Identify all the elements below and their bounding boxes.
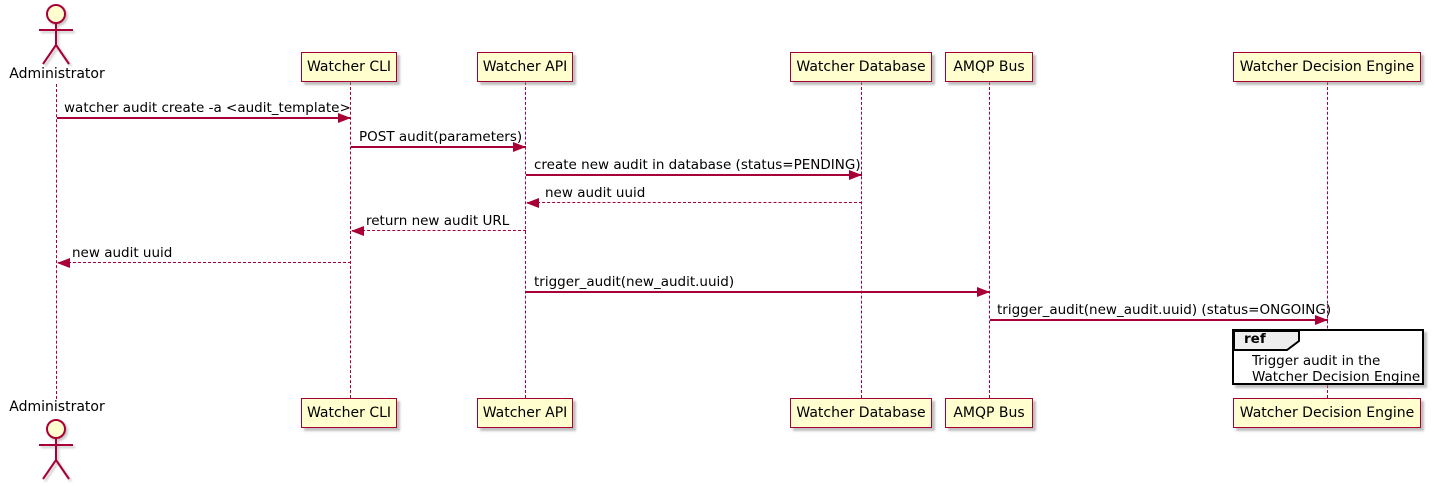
message-label: return new audit URL — [366, 213, 510, 229]
message-label: POST audit(parameters) — [359, 129, 523, 145]
arrowhead-icon — [338, 113, 351, 123]
administrator-label-top: Administrator — [9, 66, 105, 82]
message-label: trigger_audit(new_audit.uuid) — [534, 274, 735, 290]
arrowhead-icon — [57, 258, 70, 268]
participant-watcher-api-bottom: Watcher API — [477, 398, 573, 428]
ref-text-line: Trigger audit in the — [1252, 353, 1381, 369]
participant-watcher-database-top: Watcher Database — [790, 52, 932, 82]
participant-watcher-cli-bottom: Watcher CLI — [301, 398, 397, 428]
ref-fragment: ref Trigger audit in the Watcher Decisio… — [1232, 329, 1424, 385]
ref-tab-shape — [1233, 330, 1300, 351]
arrowhead-icon — [977, 287, 990, 297]
arrowhead-icon — [513, 142, 526, 152]
lifeline-watcher-database — [861, 82, 862, 398]
message-label: create new audit in database (status=PEN… — [534, 157, 861, 173]
participant-watcher-decision-engine-top: Watcher Decision Engine — [1233, 52, 1421, 82]
participant-watcher-decision-engine-bottom: Watcher Decision Engine — [1233, 398, 1421, 428]
message-label: new audit uuid — [72, 245, 173, 261]
participant-watcher-cli-top: Watcher CLI — [301, 52, 397, 82]
administrator-actor-icon — [39, 4, 73, 65]
arrowhead-icon — [526, 198, 539, 208]
message-arrow-line — [526, 291, 990, 293]
message-arrow-line — [57, 117, 351, 119]
participant-watcher-api-top: Watcher API — [477, 52, 573, 82]
lifeline-amqp-bus — [989, 82, 990, 398]
lifeline-watcher-api — [525, 82, 526, 398]
participant-amqp-bus-top: AMQP Bus — [945, 52, 1033, 82]
administrator-label-bottom: Administrator — [9, 399, 105, 415]
message-return-line — [352, 230, 526, 231]
arrowhead-icon — [351, 226, 364, 236]
lifeline-watcher-cli — [350, 82, 351, 398]
administrator-actor-icon — [39, 419, 73, 480]
lifeline-administrator — [56, 84, 57, 399]
lifeline-watcher-decision-engine — [1327, 82, 1328, 398]
message-label: new audit uuid — [545, 185, 646, 201]
participant-watcher-database-bottom: Watcher Database — [790, 398, 932, 428]
arrowhead-icon — [1315, 315, 1328, 325]
message-arrow-line — [526, 174, 862, 176]
message-return-line — [527, 202, 862, 203]
arrowhead-icon — [849, 170, 862, 180]
ref-keyword: ref — [1244, 331, 1266, 347]
participant-amqp-bus-bottom: AMQP Bus — [945, 398, 1033, 428]
message-label: watcher audit create -a <audit_template> — [64, 100, 351, 116]
message-return-line — [58, 262, 351, 263]
message-arrow-line — [351, 146, 526, 148]
message-label: trigger_audit(new_audit.uuid) (status=ON… — [997, 302, 1332, 318]
ref-text-line: Watcher Decision Engine — [1252, 369, 1421, 385]
message-arrow-line — [990, 319, 1328, 321]
